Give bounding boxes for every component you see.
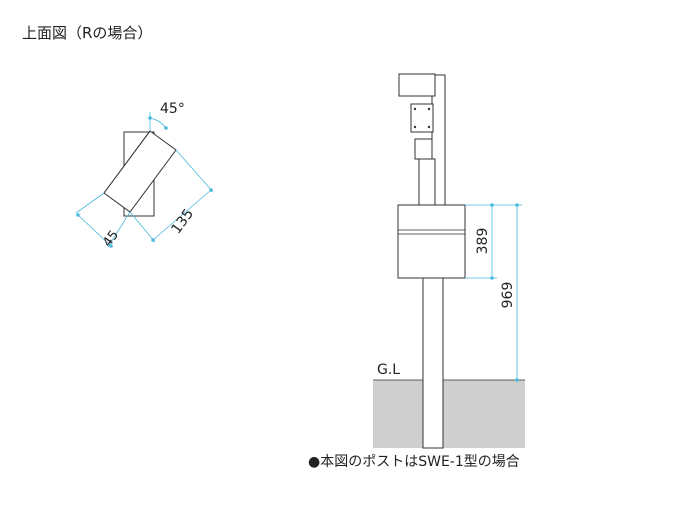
dim-135-ext-bottom bbox=[129, 211, 156, 243]
angle-arc-end-dot bbox=[164, 126, 168, 130]
top-bracket bbox=[398, 73, 436, 97]
side-view: G.L 389 969 bbox=[373, 73, 525, 449]
dim-969-dot-top bbox=[515, 203, 519, 207]
dim-45-ext-right bbox=[107, 211, 131, 248]
dim-389-label: 389 bbox=[475, 228, 491, 255]
dim-969-dot-bottom bbox=[515, 378, 519, 382]
dim-135-line bbox=[152, 189, 212, 241]
dim-389-dot-bottom bbox=[490, 276, 494, 280]
dim-45-dot-left bbox=[76, 213, 80, 217]
dim-135-label: 135 bbox=[168, 206, 197, 237]
angle-arc bbox=[149, 117, 167, 129]
dim-135-dot-top bbox=[209, 188, 213, 192]
panel-screw bbox=[413, 107, 417, 111]
top-view: 45° 135 45 bbox=[75, 101, 214, 250]
lower-panel bbox=[414, 138, 433, 160]
panel-screw bbox=[413, 125, 417, 129]
dim-45-line bbox=[77, 214, 112, 247]
support-pole bbox=[422, 277, 444, 449]
panel-screw bbox=[427, 125, 431, 129]
ground-label: G.L bbox=[377, 362, 400, 378]
ground-area bbox=[373, 380, 525, 448]
angle-label: 45° bbox=[160, 101, 185, 117]
mailbox-body bbox=[397, 204, 466, 279]
dim-45-ext-left bbox=[75, 192, 105, 214]
angle-arc-start-dot bbox=[148, 116, 152, 120]
dim-45-label: 45 bbox=[100, 228, 122, 250]
dim-389-dot-top bbox=[490, 203, 494, 207]
dim-135-dot-bottom bbox=[151, 238, 155, 242]
connector-stem bbox=[418, 158, 436, 206]
footer-note: ●本図のポストはSWE-1型の場合 bbox=[308, 454, 520, 470]
page-title: 上面図（Rの場合） bbox=[22, 24, 152, 42]
mounting-panel bbox=[410, 103, 434, 133]
top-view-box-edge bbox=[103, 130, 151, 194]
dim-969-label: 969 bbox=[500, 282, 516, 309]
panel-screw bbox=[427, 107, 431, 111]
dim-135-ext-top bbox=[175, 149, 214, 193]
dim-45-dot-right bbox=[109, 244, 113, 248]
